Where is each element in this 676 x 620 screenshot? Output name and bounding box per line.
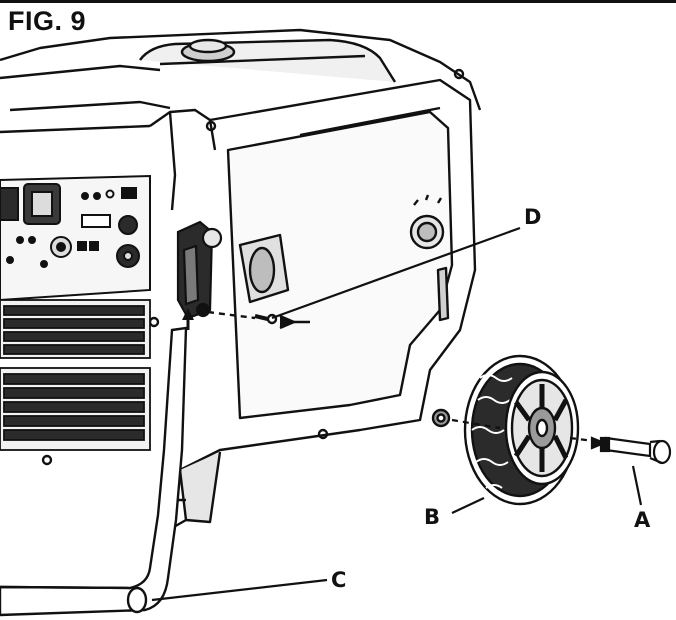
figure-title: FIG. 9 bbox=[8, 6, 87, 36]
top-rule bbox=[0, 0, 676, 3]
front-grille bbox=[0, 299, 151, 451]
insert-arrow-icon bbox=[182, 308, 194, 330]
callout-a: A bbox=[634, 508, 651, 532]
leader-b bbox=[451, 497, 485, 514]
wheel bbox=[463, 354, 580, 506]
control-panel bbox=[0, 174, 151, 302]
leader-a bbox=[631, 465, 643, 506]
pin-d-assembly bbox=[207, 310, 310, 330]
handle-bracket bbox=[176, 220, 223, 320]
leader-lines bbox=[151, 226, 643, 602]
handle-tube bbox=[0, 326, 188, 617]
callout-b: B bbox=[424, 505, 440, 529]
generator-body bbox=[0, 28, 482, 530]
leader-d bbox=[271, 226, 521, 320]
callout-d: D bbox=[524, 205, 541, 229]
axle-bolt bbox=[451, 418, 672, 465]
callout-c: C bbox=[331, 568, 346, 592]
leader-c bbox=[151, 578, 328, 602]
